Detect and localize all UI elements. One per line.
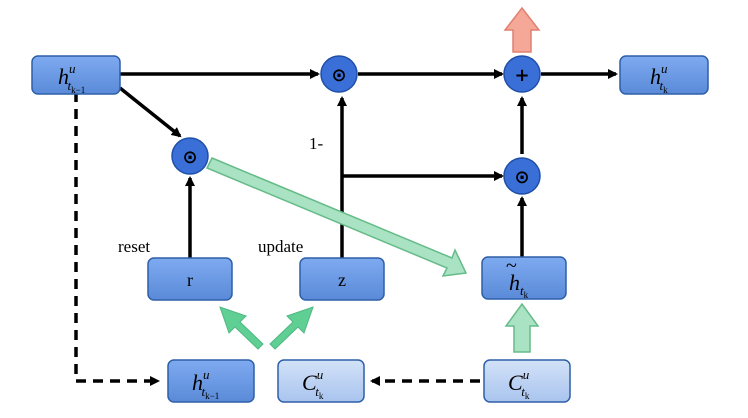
right-hadamard-node: ⊙ <box>503 157 541 195</box>
h-prev-bottom-subsub: k−1 <box>205 391 219 401</box>
svg-text:htk: htk <box>509 270 529 300</box>
reset-hadamard-symbol: ⊙ <box>182 147 197 168</box>
plus-node: + <box>503 55 541 93</box>
c-cur-sub: t <box>521 384 525 399</box>
h-tilde-var: h <box>509 270 520 295</box>
h-prev-bottom-sub: t <box>202 384 206 399</box>
edge-hprev-to-hprev-bottom <box>74 92 160 386</box>
green-arrow-reset-to-htilde <box>205 157 468 277</box>
top-hadamard-symbol: ⊙ <box>331 65 346 86</box>
one-minus-label: 1- <box>309 134 324 153</box>
c-cur-sup: u <box>523 367 530 382</box>
h-out-var: h <box>650 64 661 89</box>
h-out-sup: u <box>661 61 668 76</box>
h-prev-sup: u <box>69 61 76 76</box>
r-label: r <box>187 270 193 290</box>
c-prev-sub: t <box>315 384 319 399</box>
h-prev-subsub: k−1 <box>71 85 85 95</box>
box-r: r <box>147 257 233 301</box>
c-prev-sup: u <box>317 367 324 382</box>
h-tilde-sub: t <box>520 283 524 298</box>
c-prev-var: C <box>302 370 317 395</box>
h-tilde-subsub: k <box>524 290 529 300</box>
h-prev-sub: t <box>68 78 72 93</box>
h-tilde-accent: ~ <box>506 255 517 277</box>
c-cur-var: C <box>508 370 523 395</box>
box-h-tilde: htk ~ <box>481 255 567 300</box>
dashed-connections <box>74 92 480 386</box>
c-cur-subsub: k <box>525 391 530 401</box>
h-out-subsub: k <box>663 85 668 95</box>
connections <box>118 69 618 258</box>
h-out-sub: t <box>660 78 664 93</box>
green-arrow-c-to-r <box>219 306 264 350</box>
orange-output-arrow <box>503 6 541 53</box>
h-prev-bottom-var: h <box>192 370 203 395</box>
plus-symbol: + <box>514 65 529 86</box>
z-label: z <box>338 270 346 290</box>
edge-hprev-to-reset-mult <box>118 86 182 138</box>
update-label: update <box>258 237 303 256</box>
top-hadamard-node: ⊙ <box>320 55 358 93</box>
c-prev-subsub: k <box>319 391 324 401</box>
green-arrow-ccur-to-htilde <box>504 302 540 353</box>
reset-hadamard-node: ⊙ <box>171 137 209 175</box>
right-hadamard-symbol: ⊙ <box>514 167 529 188</box>
green-arrow-c-to-z <box>269 306 314 350</box>
box-z: z <box>299 257 385 301</box>
reset-label: reset <box>118 237 150 256</box>
h-prev-var: h <box>58 64 69 89</box>
h-prev-bottom-sup: u <box>203 367 210 382</box>
